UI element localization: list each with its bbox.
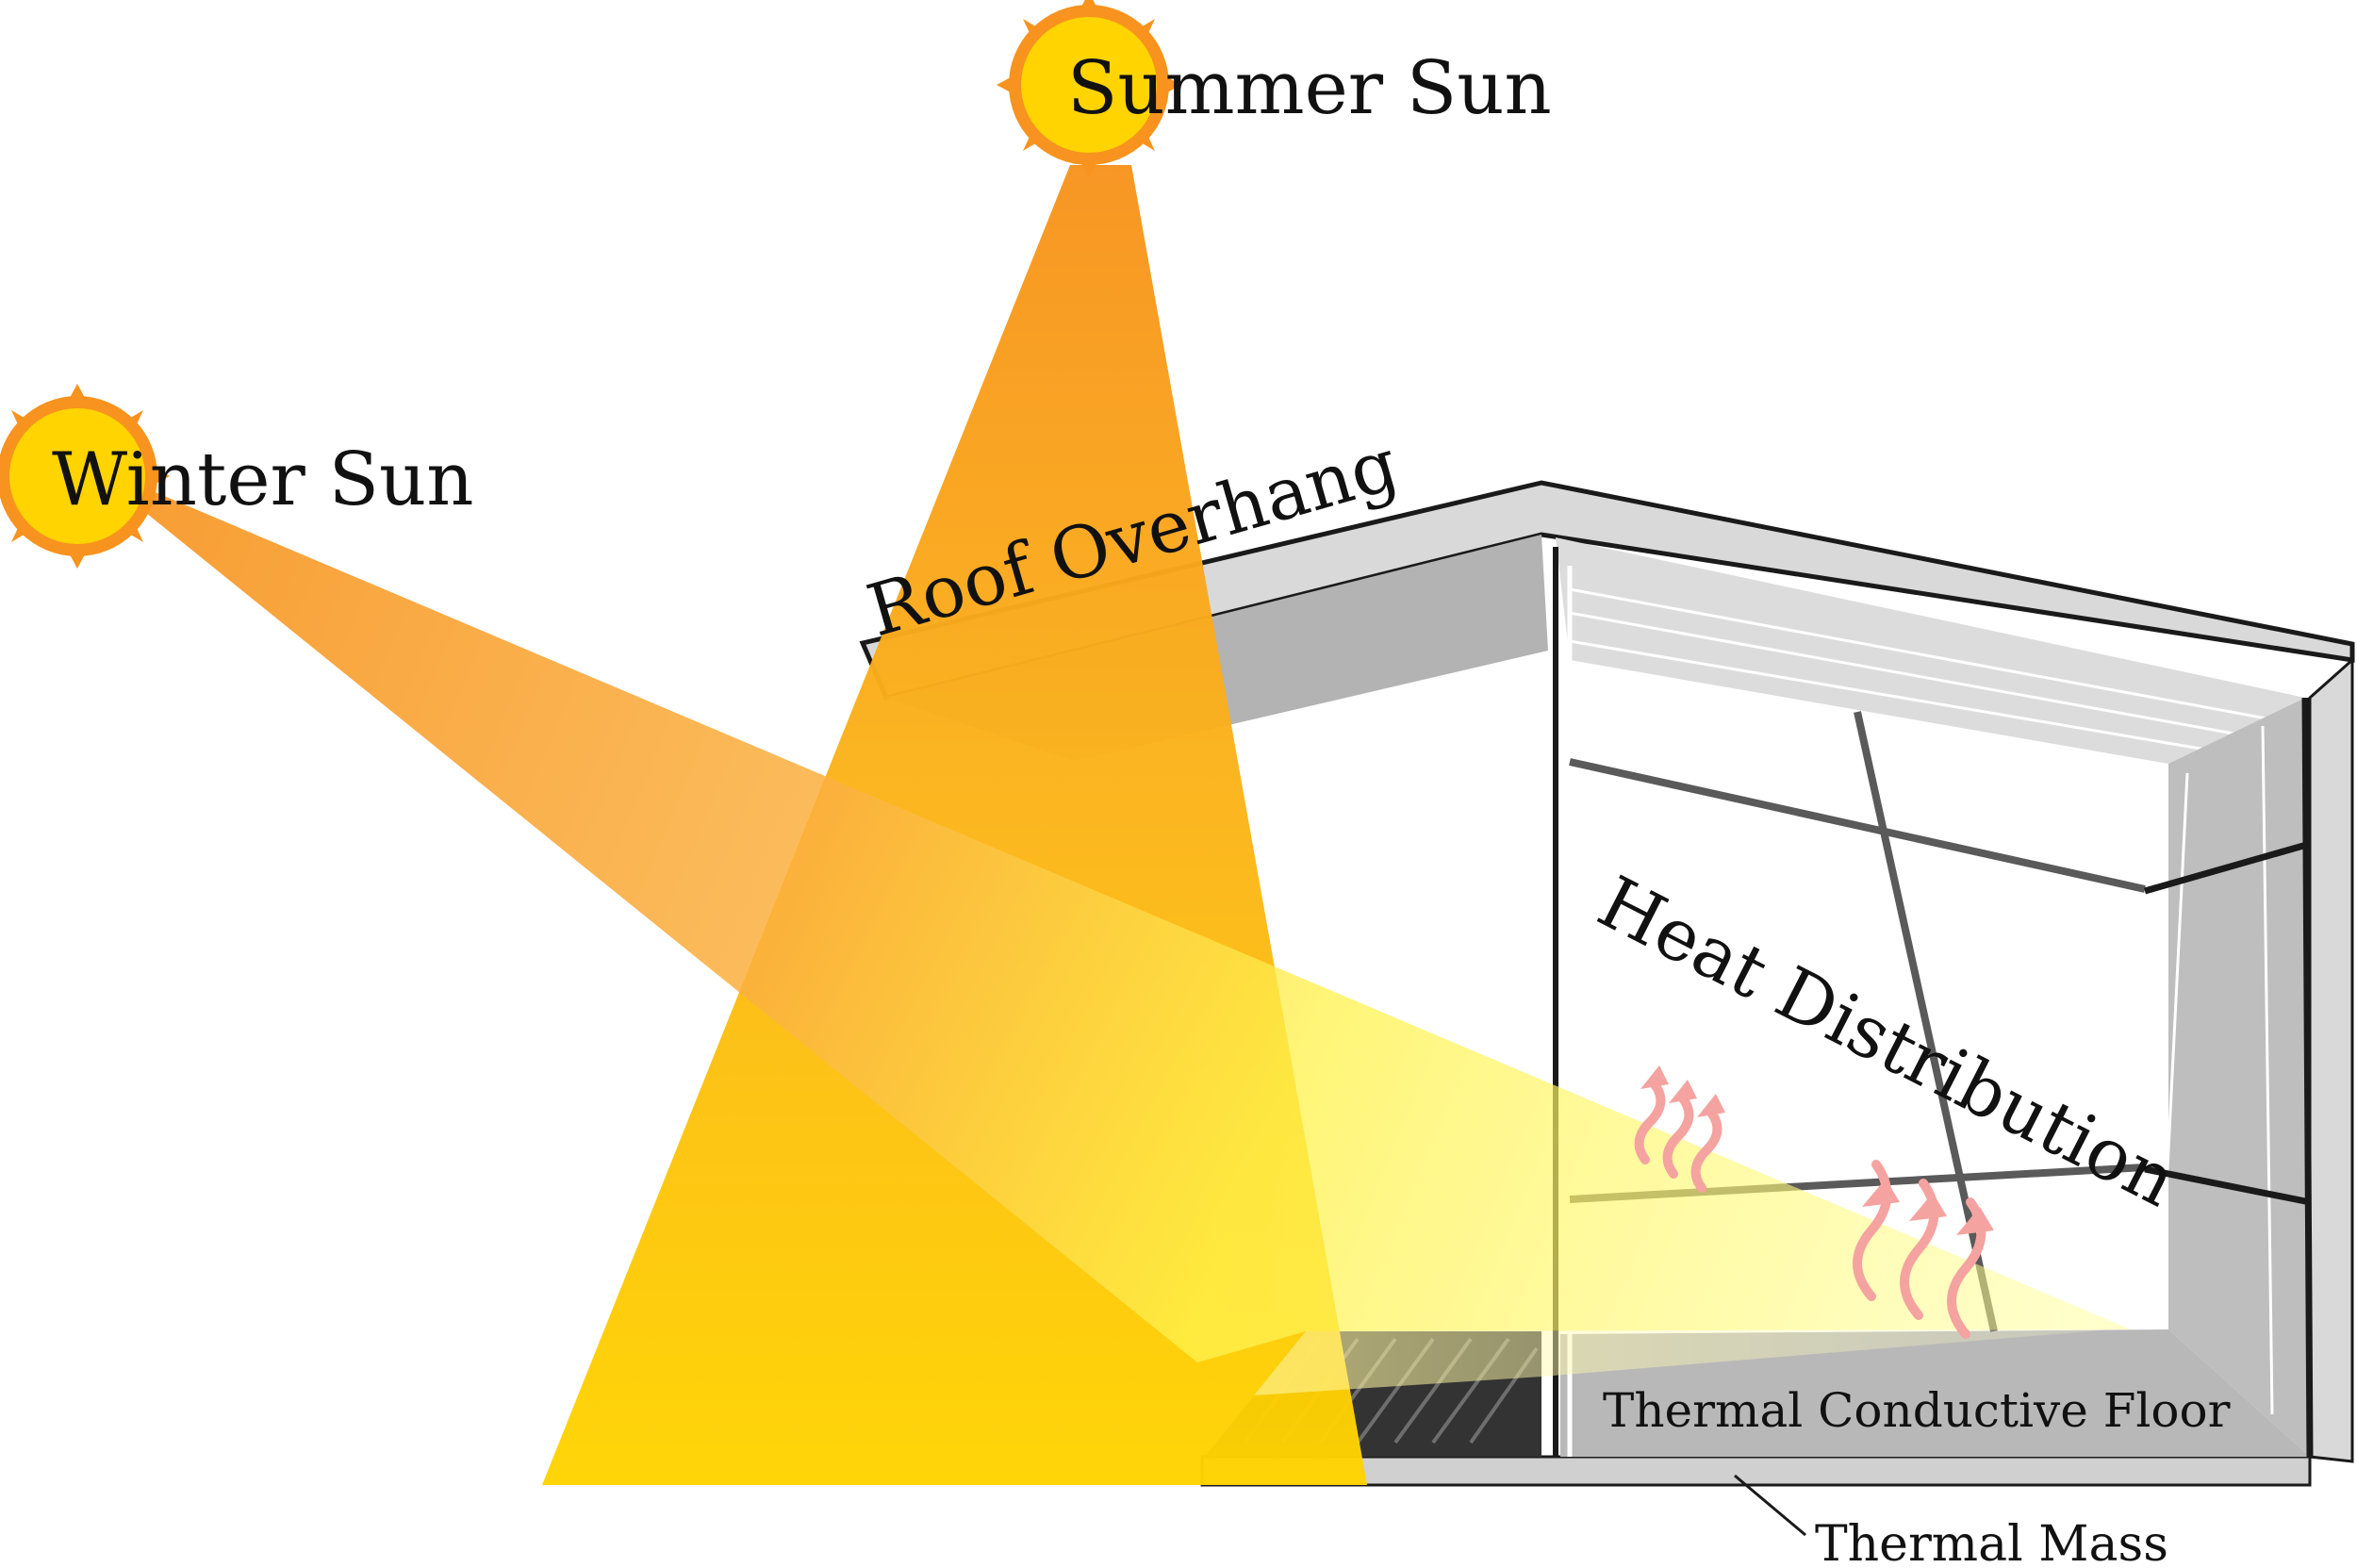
floor-sunlit-area [1254, 1329, 2112, 1395]
thermal-mass-slab [1200, 1455, 2312, 1487]
winter-sun: Winter Sun [0, 384, 473, 569]
ceiling [1556, 537, 2305, 764]
right-wall-outer [2308, 656, 2354, 1463]
winter-sun-label: Winter Sun [52, 437, 473, 522]
summer-sun-label: Summer Sun [1067, 46, 1552, 131]
sun-icon [0, 384, 170, 569]
sun-icon [997, 0, 1181, 177]
ceiling-lines [1569, 587, 2283, 751]
wavy-up-arrow-icon [1662, 1080, 1697, 1179]
thermal-floor-label: Thermal Conductive Floor [1603, 1383, 2231, 1438]
wavy-up-arrow-icon [1947, 1197, 1994, 1339]
wavy-up-arrow-icon [1690, 1094, 1725, 1193]
right-wall-rails [2144, 697, 2314, 1458]
thermal-mass-label: Thermal Mass [1815, 1516, 2168, 1568]
wavy-up-arrow-icon [1853, 1160, 1900, 1301]
wavy-up-arrow-icon [1634, 1065, 1669, 1164]
summer-sun: Summer Sun [997, 0, 1552, 177]
wavy-up-arrow-icon [1900, 1179, 1947, 1320]
right-wall [2168, 698, 2310, 1457]
heat-arrows [1634, 1065, 1994, 1339]
right-wall-lines [2157, 725, 2274, 1415]
thermal-mass-leader-line [1734, 1474, 1806, 1537]
interior-floor [1560, 1329, 2310, 1457]
winter-sun-beam [141, 490, 2131, 1362]
